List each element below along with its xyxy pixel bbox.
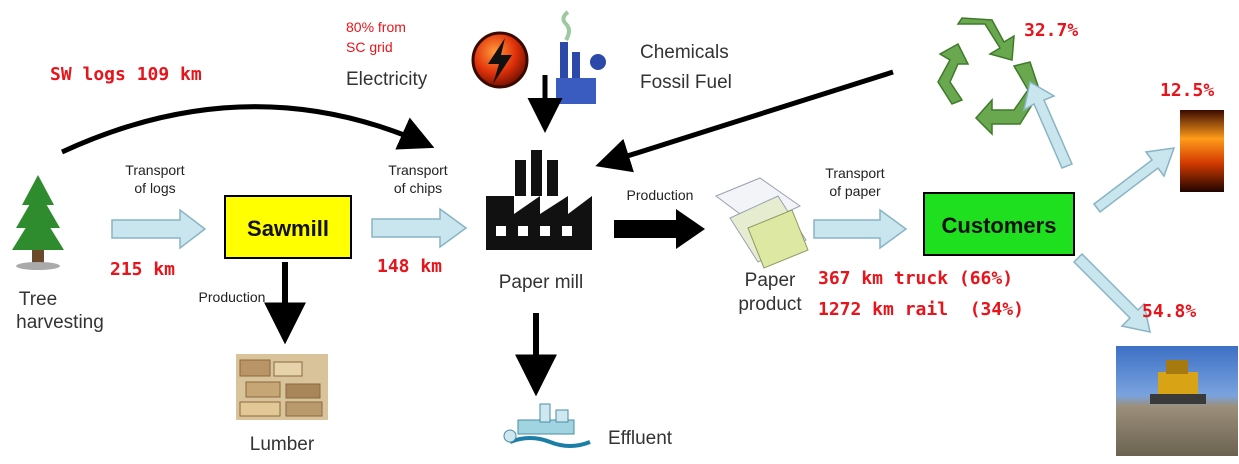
fire-icon bbox=[1180, 110, 1224, 192]
burn-pct-annotation: 12.5% bbox=[1160, 80, 1214, 101]
transport-paper-label-line1: Transport bbox=[825, 165, 885, 181]
customers-label: Customers bbox=[942, 213, 1057, 238]
burn-arrow bbox=[1092, 147, 1176, 214]
tree-label-line1: Tree bbox=[19, 289, 57, 310]
landfill-arrow bbox=[1072, 252, 1151, 333]
paper-product-icon bbox=[714, 177, 809, 269]
grid-annotation-line1: 80% from bbox=[346, 19, 406, 35]
transport-logs-label-line1: Transport bbox=[125, 162, 185, 178]
tree-label-line2: harvesting bbox=[16, 312, 104, 333]
paper-product-label-line2: product bbox=[738, 294, 802, 315]
paper-mill-icon bbox=[486, 150, 592, 250]
rail-annotation: 1272 km rail (34%) bbox=[818, 299, 1024, 320]
transport-chips-label-line1: Transport bbox=[388, 162, 448, 178]
transport-chips-label-line2: of chips bbox=[394, 180, 442, 196]
chips-km-annotation: 148 km bbox=[377, 256, 442, 277]
truck-annotation: 367 km truck (66%) bbox=[818, 268, 1013, 289]
transport-chips-arrow bbox=[371, 207, 468, 249]
transport-logs-arrow bbox=[111, 208, 207, 250]
transport-paper-arrow bbox=[813, 208, 908, 250]
electricity-icon bbox=[471, 31, 529, 89]
production-lumber-label: Production bbox=[199, 289, 266, 305]
recycle-pct-annotation: 32.7% bbox=[1024, 20, 1078, 41]
effluent-label: Effluent bbox=[608, 428, 673, 449]
fossil-fuel-label: Fossil Fuel bbox=[640, 72, 732, 93]
effluent-icon bbox=[503, 403, 591, 448]
paper-product-label-line1: Paper bbox=[745, 270, 796, 291]
sw-logs-arrow bbox=[60, 104, 435, 155]
recycled-fiber-arrow bbox=[595, 69, 894, 173]
grid-annotation-line2: SC grid bbox=[346, 39, 393, 55]
customers-box bbox=[923, 192, 1075, 256]
production-paper-arrow bbox=[614, 209, 705, 249]
landfill-icon bbox=[1116, 346, 1238, 456]
tree-icon bbox=[12, 175, 64, 270]
electricity-label: Electricity bbox=[346, 69, 428, 90]
transport-paper-label-line2: of paper bbox=[829, 183, 881, 199]
factory-icon bbox=[556, 10, 606, 104]
lumber-label: Lumber bbox=[250, 434, 315, 455]
chemicals-label: Chemicals bbox=[640, 42, 729, 63]
paper-mill-label: Paper mill bbox=[499, 272, 583, 293]
recycle-arrow bbox=[1022, 80, 1073, 169]
recycle-icon bbox=[937, 17, 1041, 136]
lumber-icon bbox=[236, 354, 328, 420]
sw-logs-annotation: SW logs 109 km bbox=[50, 64, 202, 85]
logs-km-annotation: 215 km bbox=[110, 259, 175, 280]
landfill-pct-annotation: 54.8% bbox=[1142, 301, 1196, 322]
sawmill-label: Sawmill bbox=[247, 216, 329, 241]
production-paper-label: Production bbox=[627, 187, 694, 203]
sawmill-box bbox=[224, 195, 352, 259]
transport-logs-label-line2: of logs bbox=[134, 180, 175, 196]
